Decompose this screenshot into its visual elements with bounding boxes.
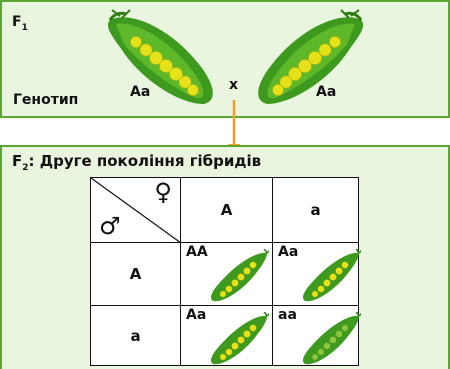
col-header: A <box>180 177 273 243</box>
left-pea-pod-icon <box>107 9 213 104</box>
yellow-pea-pod-icon <box>210 249 269 302</box>
yellow-pea-pod-icon <box>210 312 269 365</box>
right-pea-pod-icon <box>258 9 364 104</box>
f2-letter: F <box>12 152 23 170</box>
parents-panel <box>0 0 450 118</box>
male-symbol-icon: ♂ <box>99 212 121 240</box>
right-parent-genotype: Aa <box>316 84 337 100</box>
left-parent-genotype: Aa <box>130 84 151 100</box>
f2-subscript: 2 <box>22 163 29 173</box>
punnett-row: a Aa aa <box>90 305 361 366</box>
f2-title-text: : Друге покоління гібридів <box>28 152 262 170</box>
corner-cell: ♀ ♂ <box>90 177 181 243</box>
header-row: ♀ ♂ A a <box>90 177 359 243</box>
f1-letter: F <box>12 14 22 30</box>
punnett-row: A AA Aa <box>90 242 361 306</box>
cross-symbol: x <box>229 77 239 93</box>
cell-genotype: aa <box>278 307 297 323</box>
genotype-cell: AA <box>180 242 273 306</box>
f1-generation-label: F1 <box>12 14 28 33</box>
cell-genotype: Aa <box>186 307 207 323</box>
genotype-cell: aa <box>272 305 361 366</box>
cell-genotype: Aa <box>278 244 299 260</box>
genotype-cell: Aa <box>180 305 273 366</box>
diagonal-divider <box>91 178 181 243</box>
f1-subscript: 1 <box>21 22 28 33</box>
col-header: a <box>272 177 359 243</box>
genotype-cell: Aa <box>272 242 361 306</box>
cell-genotype: AA <box>186 244 208 260</box>
row-header: A <box>90 242 181 306</box>
green-pea-pod-icon <box>302 312 361 365</box>
female-symbol-icon: ♀ <box>154 178 172 206</box>
punnett-square: ♀ ♂ A a A AA Aa <box>90 177 361 366</box>
yellow-pea-pod-icon <box>302 249 361 302</box>
row-header: a <box>90 305 181 366</box>
f2-title: F2: Друге покоління гібридів <box>12 152 261 173</box>
genotype-label: Генотип <box>13 92 79 108</box>
